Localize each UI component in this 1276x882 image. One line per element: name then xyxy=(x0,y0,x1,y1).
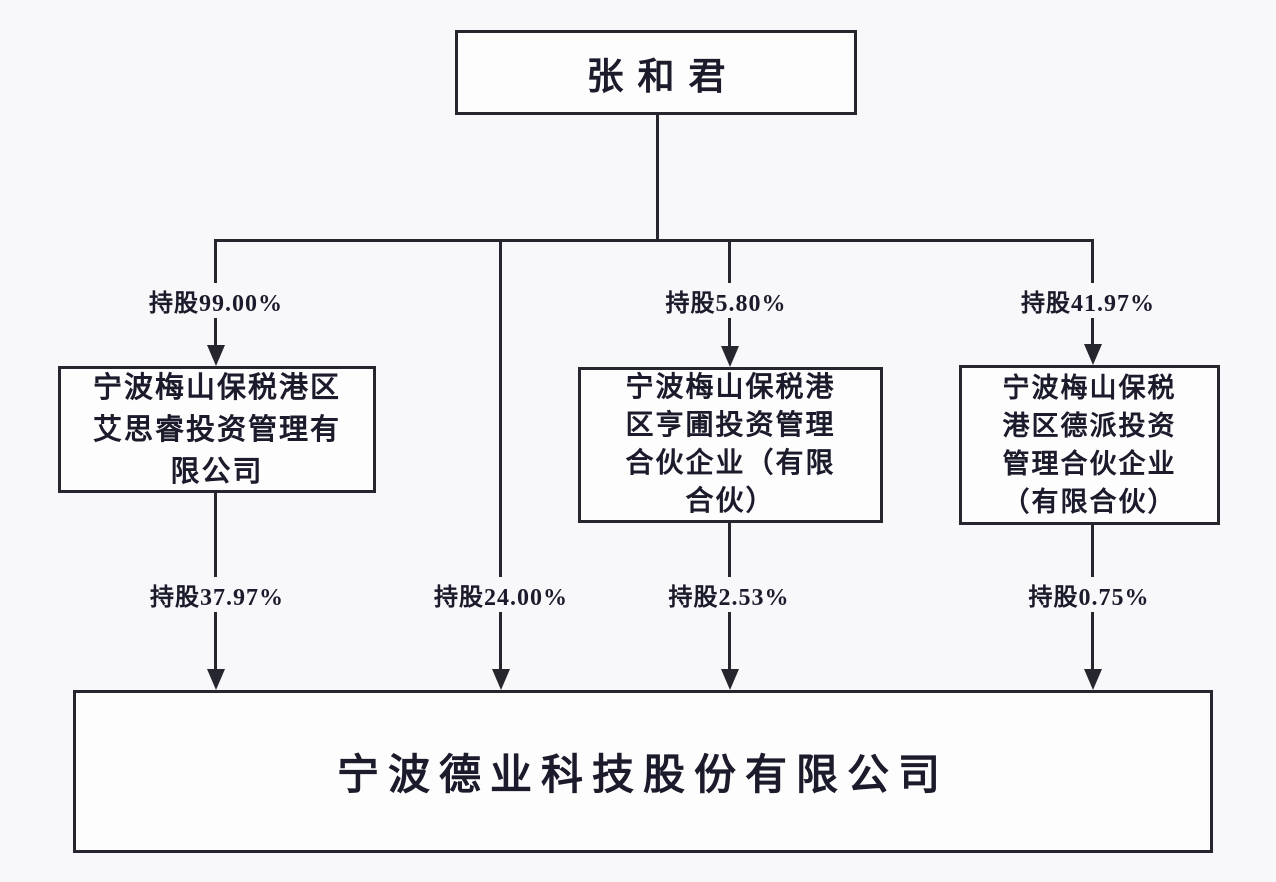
arrow-down-icon xyxy=(492,669,510,690)
arrow-down-icon xyxy=(207,345,225,366)
stake-label-entity-3-target: 持股0.75% xyxy=(1023,577,1155,612)
arrow-down-icon xyxy=(1084,669,1102,690)
stake-label-root-entity-2: 持股5.80% xyxy=(660,283,792,318)
node-entity-aisirui: 宁波梅山保税港区 艾思睿投资管理有 限公司 xyxy=(58,366,376,493)
node-root-shareholder: 张和君 xyxy=(455,30,857,115)
node-entity-depai: 宁波梅山保税 港区德派投资 管理合伙企业 （有限合伙） xyxy=(959,365,1220,525)
edge-root-down xyxy=(656,115,659,242)
stake-label-entity-2-target: 持股2.53% xyxy=(663,577,795,612)
node-root-label: 张和君 xyxy=(586,56,740,98)
stake-label-root-entity-1: 持股99.00% xyxy=(144,283,288,318)
arrow-down-icon xyxy=(1084,344,1102,365)
arrow-down-icon xyxy=(207,669,225,690)
edge-horizontal-bus xyxy=(214,239,1094,242)
edge-root-to-target-direct xyxy=(499,239,502,672)
node-entity-3-label: 宁波梅山保税 港区德派投资 管理合伙企业 （有限合伙） xyxy=(1002,373,1177,517)
node-target-label: 宁波德业科技股份有限公司 xyxy=(336,753,949,799)
stake-label-root-entity-3: 持股41.97% xyxy=(1016,283,1160,318)
node-entity-hengpu: 宁波梅山保税港 区亨圃投资管理 合伙企业（有限 合伙） xyxy=(578,367,883,523)
stake-label-root-target-direct: 持股24.00% xyxy=(429,577,573,612)
node-target-company: 宁波德业科技股份有限公司 xyxy=(73,690,1213,853)
node-entity-2-label: 宁波梅山保税港 区亨圃投资管理 合伙企业（有限 合伙） xyxy=(625,372,836,517)
arrow-down-icon xyxy=(721,669,739,690)
arrow-down-icon xyxy=(721,346,739,367)
node-entity-1-label: 宁波梅山保税港区 艾思睿投资管理有 限公司 xyxy=(92,371,341,488)
stake-label-entity-1-target: 持股37.97% xyxy=(145,577,289,612)
